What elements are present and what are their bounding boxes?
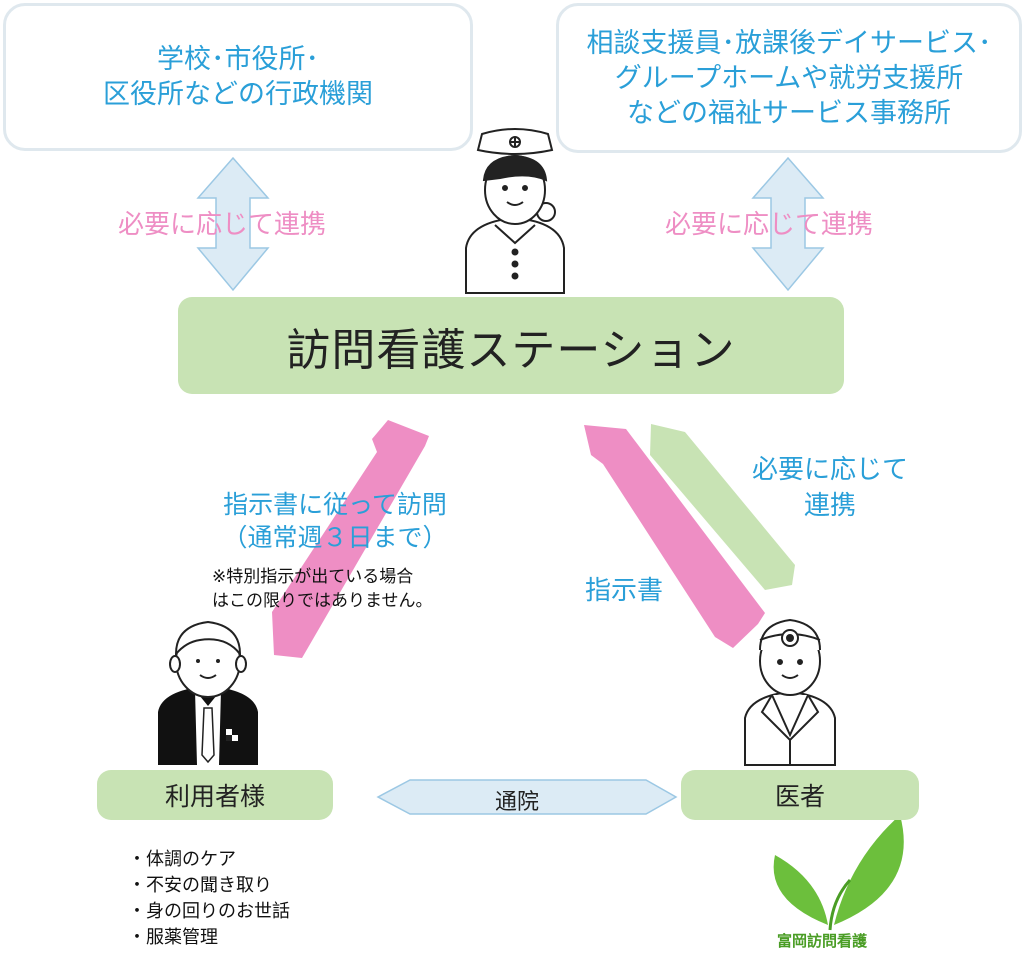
visit-note: ※特別指示が出ている場合 はこの限りではありません。 [212,567,433,611]
station-box: 訪問看護ステーション [178,297,844,394]
link-label-left: 必要に応じて連携 [118,210,327,240]
logo-leaf-icon [773,815,904,931]
link-label-right: 必要に応じて連携 [665,210,874,240]
list-item: ・不安の聞き取り [128,875,272,896]
list-item: ・服薬管理 [128,927,218,948]
user-icon [158,620,258,765]
list-item: ・身の回りのお世話 [128,901,290,922]
user-box: 利用者様 [97,770,333,820]
nurse-icon [465,128,565,294]
doctor-link-label: 必要に応じて 連携 [751,455,908,521]
visit-label: 指示書に従って訪問 （通常週３日まで） [222,490,448,552]
instruction-arrow [584,425,765,648]
school-govt-box: 学校･市役所･ 区役所などの行政機関 [3,3,473,151]
double-arrow-left [196,156,270,292]
doctor-icon [744,618,836,766]
liaison-arrow [650,424,795,590]
welfare-service-box: 相談支援員･放課後デイサービス･ グループホームや就労支援所 などの福祉サービス… [556,3,1022,153]
commute-label: 通院 [495,790,540,815]
double-arrow-right [751,156,825,292]
logo-text: 富岡訪問看護 [777,932,868,950]
visit-arrow [272,420,429,658]
instruction-label: 指示書 [585,576,664,606]
list-item: ・体調のケア [128,849,236,870]
commute-arrow [376,779,678,815]
services-list: ・体調のケア ・不安の聞き取り ・身の回りのお世話 ・服薬管理 [128,847,290,951]
doctor-box: 医者 [681,770,919,820]
